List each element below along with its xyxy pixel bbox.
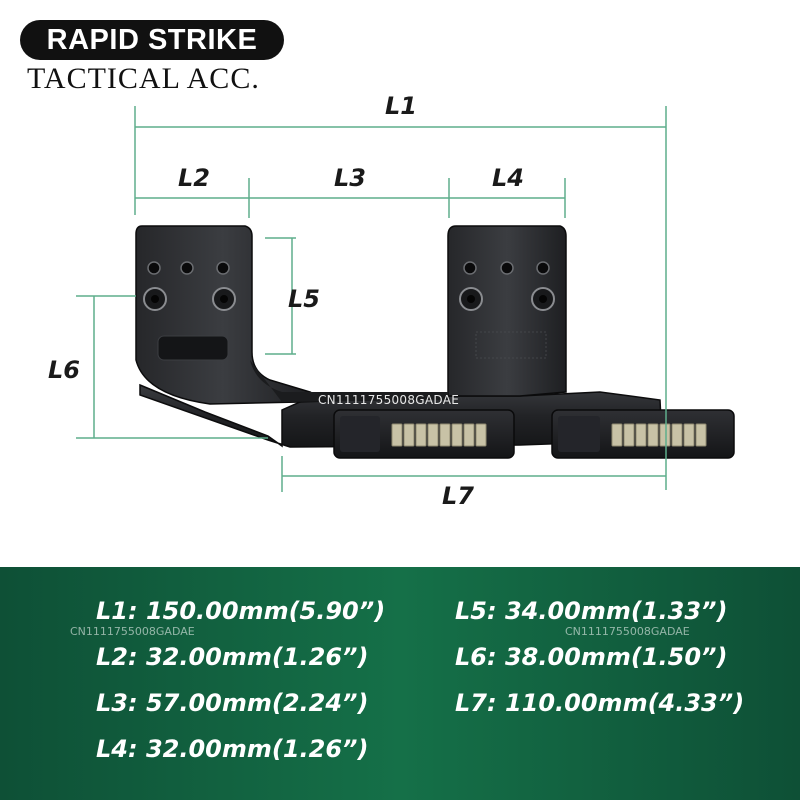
spec-l5: L5: 34.00mm(1.33”) — [455, 597, 728, 625]
dim-label-l3: L3 — [334, 164, 366, 192]
dimension-lines — [76, 106, 667, 492]
dim-label-l6: L6 — [48, 356, 80, 384]
spec-l7: L7: 110.00mm(4.33”) — [455, 689, 745, 717]
spec-l1: L1: 150.00mm(5.90”) — [96, 597, 386, 625]
scope-mount — [135, 225, 735, 459]
dim-label-l5: L5 — [288, 285, 320, 313]
dim-label-l2: L2 — [178, 164, 210, 192]
brand-name: RAPID STRIKE — [46, 24, 258, 56]
spec-l4: L4: 32.00mm(1.26”) — [96, 735, 369, 763]
panel-watermark-right: CN1111755008GADAE — [565, 625, 690, 638]
spec-l6: L6: 38.00mm(1.50”) — [455, 643, 728, 671]
rear-ring — [447, 225, 567, 397]
product-watermark: CN1111755008GADAE — [318, 393, 460, 407]
mount-bridge — [250, 360, 448, 402]
spec-l3: L3: 57.00mm(2.24”) — [96, 689, 369, 717]
mount-diagram — [76, 106, 735, 492]
rear-qd-lever — [551, 409, 735, 459]
spec-l2: L2: 32.00mm(1.26”) — [96, 643, 369, 671]
front-qd-lever — [333, 409, 515, 459]
dim-label-l4: L4 — [492, 164, 524, 192]
front-ring-holes — [143, 261, 236, 361]
brand-subtitle: TACTICAL ACC. — [27, 62, 260, 95]
front-ring — [135, 225, 312, 405]
dim-label-l1: L1 — [385, 92, 417, 120]
dim-label-l7: L7 — [442, 482, 474, 510]
brand-badge: RAPID STRIKE — [20, 20, 284, 60]
spec-panel: L1: 150.00mm(5.90”) L2: 32.00mm(1.26”) L… — [0, 567, 800, 800]
panel-watermark-left: CN1111755008GADAE — [70, 625, 195, 638]
rear-ring-holes — [459, 261, 555, 359]
